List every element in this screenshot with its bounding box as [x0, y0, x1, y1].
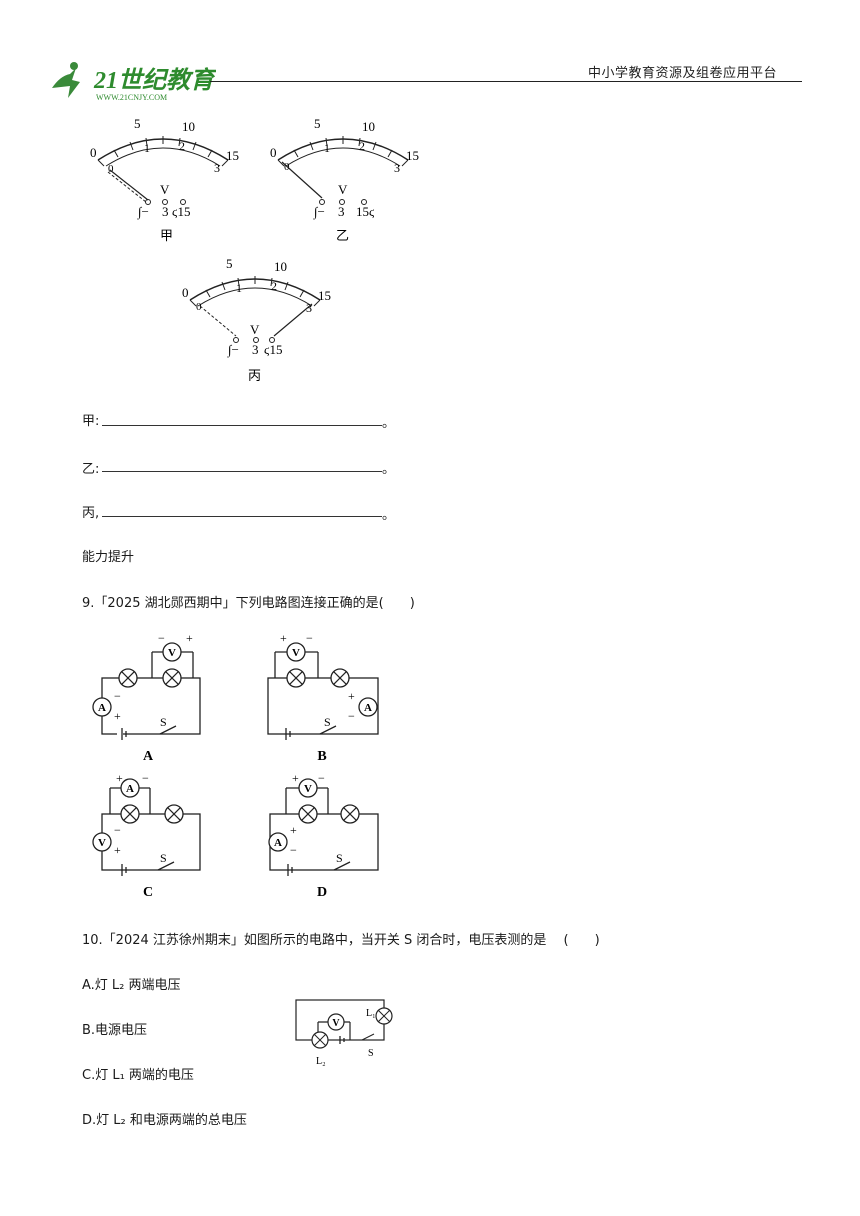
answer-prefix-jia: 甲:: [82, 414, 100, 429]
platform-title: 中小学教育资源及组卷应用平台: [588, 66, 778, 81]
svg-text:A: A: [274, 837, 282, 849]
svg-text:V: V: [168, 647, 176, 659]
meter-symbol: V: [160, 182, 170, 197]
answer-blank-bing[interactable]: [102, 516, 382, 517]
logo-url: WWW.21CNJY.COM: [96, 93, 167, 102]
svg-text:−: −: [318, 771, 325, 785]
option-d: D: [317, 885, 327, 900]
svg-text:+: +: [186, 631, 193, 645]
svg-text:3: 3: [252, 342, 259, 357]
svg-text:3: 3: [394, 161, 400, 175]
meter-scale-0: 0: [90, 145, 97, 160]
svg-text:3: 3: [338, 204, 345, 219]
option-a: A: [143, 749, 154, 764]
svg-text:+: +: [114, 709, 121, 723]
svg-text:V: V: [250, 322, 260, 337]
svg-text:−: −: [306, 631, 313, 645]
meter-label-yi: 乙: [336, 228, 349, 243]
svg-text:+: +: [280, 631, 287, 645]
option-b: B: [317, 749, 326, 764]
svg-text:V: V: [292, 647, 300, 659]
svg-text:+: +: [292, 771, 299, 785]
svg-text:V: V: [338, 182, 348, 197]
svg-text:1: 1: [236, 281, 242, 295]
section-heading: 能力提升: [82, 550, 135, 565]
svg-text:ϛ15: ϛ15: [264, 342, 282, 357]
question-10: 10.「2024 江苏徐州期末」如图所示的电路中，当开关 S 闭合时，电压表测的…: [82, 933, 600, 948]
question-9: 9.「2025 湖北郧西期中」下列电路图连接正确的是( ): [82, 596, 415, 611]
svg-text:−: −: [114, 823, 121, 837]
svg-text:V: V: [98, 837, 106, 849]
svg-text:15: 15: [406, 148, 419, 163]
q10-option-c[interactable]: C.灯 L₁ 两端的电压: [82, 1068, 194, 1083]
svg-text:3: 3: [306, 301, 312, 315]
svg-text:2: 2: [271, 279, 277, 293]
svg-text:A: A: [126, 783, 134, 795]
svg-text:10: 10: [274, 259, 287, 274]
svg-text:5: 5: [314, 116, 321, 131]
meter-scale-15: 15: [226, 148, 239, 163]
meter-scale-3: 3: [214, 161, 220, 175]
svg-text:0: 0: [108, 163, 114, 175]
meter-scale-10: 10: [182, 119, 195, 134]
svg-text:V: V: [332, 1018, 340, 1029]
svg-text:15: 15: [318, 288, 331, 303]
logo-text: 21世纪教育: [93, 67, 216, 94]
svg-text:S: S: [368, 1048, 374, 1059]
svg-text:0: 0: [182, 285, 189, 300]
q10-circuit-diagram: V L₁ L₂ S: [295, 999, 393, 1067]
svg-text:+: +: [348, 689, 355, 703]
svg-text:0: 0: [196, 301, 202, 313]
svg-text:3: 3: [162, 204, 169, 219]
svg-text:+: +: [114, 843, 121, 857]
svg-text:10: 10: [362, 119, 375, 134]
q9-circuit-diagrams: V V A A A V V A S S S S − + + − − + + − + − +…: [92, 631, 379, 900]
svg-text:S: S: [160, 851, 167, 865]
svg-text:−: −: [142, 771, 149, 785]
meter-label-jia: 甲: [160, 228, 173, 243]
answer-prefix-bing: 丙,: [82, 506, 100, 521]
svg-text:−: −: [114, 689, 121, 703]
meter-scale-2: 2: [179, 139, 185, 153]
meter-scale-1: 1: [144, 141, 150, 155]
svg-text:V: V: [304, 783, 312, 795]
svg-text:∫−: ∫−: [137, 204, 149, 220]
q10-option-d[interactable]: D.灯 L₂ 和电源两端的总电压: [82, 1113, 247, 1128]
svg-text:A: A: [364, 702, 372, 714]
voltmeter-figures: 0 5 10 15 1 2 3 0 V ∫− 3 ϛ15 甲 0 5 10 15…: [90, 116, 419, 383]
meter-scale-5: 5: [134, 116, 141, 131]
site-logo: 21世纪教育 WWW.21CNJY.COM: [46, 58, 218, 104]
svg-text:2: 2: [359, 139, 365, 153]
svg-text:S: S: [160, 715, 167, 729]
svg-text:∫−: ∫−: [313, 204, 325, 220]
answer-blank-yi[interactable]: [102, 471, 382, 472]
svg-text:−: −: [290, 843, 297, 857]
svg-text:15ϛ: 15ϛ: [356, 204, 375, 219]
svg-text:L₂: L₂: [316, 1056, 326, 1067]
svg-text:−: −: [158, 631, 165, 645]
svg-text:∫−: ∫−: [227, 342, 239, 358]
svg-text:S: S: [336, 851, 343, 865]
answer-blank-jia[interactable]: [102, 425, 382, 426]
svg-text:A: A: [98, 702, 106, 714]
svg-text:+: +: [116, 771, 123, 785]
svg-text:+: +: [290, 823, 297, 837]
svg-text:−: −: [348, 709, 355, 723]
svg-text:0: 0: [270, 145, 277, 160]
option-c: C: [143, 885, 153, 900]
q10-option-a[interactable]: A.灯 L₂ 两端电压: [82, 978, 181, 993]
svg-text:L₁: L₁: [366, 1008, 376, 1019]
svg-text:ϛ15: ϛ15: [172, 204, 190, 219]
answer-prefix-yi: 乙:: [82, 462, 100, 477]
svg-text:5: 5: [226, 256, 233, 271]
svg-text:1: 1: [324, 141, 330, 155]
header-divider: [210, 81, 802, 82]
q10-option-b[interactable]: B.电源电压: [82, 1023, 148, 1038]
meter-label-bing: 丙: [248, 368, 261, 383]
svg-text:S: S: [324, 715, 331, 729]
